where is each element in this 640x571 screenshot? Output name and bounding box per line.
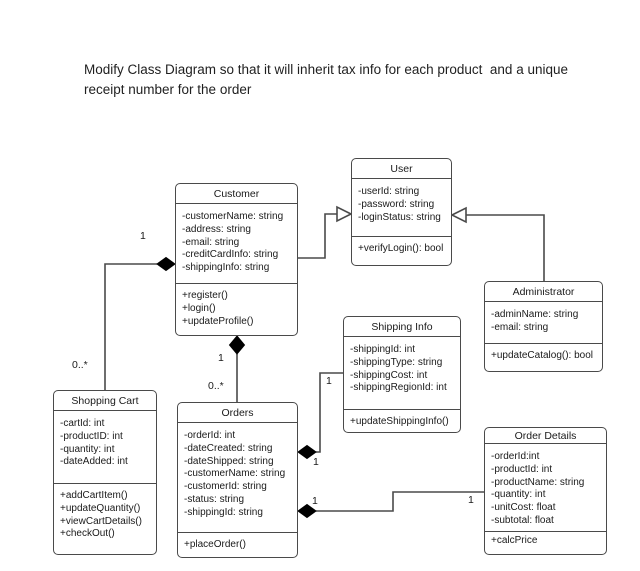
class-order-details-title: Order Details <box>485 428 606 444</box>
class-customer-title: Customer <box>176 184 297 204</box>
member-line: -orderId: int <box>184 430 236 441</box>
member-line: -email: string <box>491 321 549 333</box>
multiplicity-label: 1 <box>313 456 319 468</box>
composition-diamond-customer-orders <box>228 335 246 355</box>
class-customer[interactable]: Customer -customerName: string-address: … <box>175 183 298 336</box>
member-line: -address: string <box>182 223 251 235</box>
member-line: +updateQuantity() <box>60 502 141 514</box>
class-orders[interactable]: Orders -orderId: int-dateCreated: string… <box>177 402 298 558</box>
member-line: -userId: string <box>358 186 420 197</box>
composition-diamond-customer-cart <box>156 256 176 272</box>
class-administrator-attributes: -adminName: string-email: string <box>485 302 602 344</box>
member-line: +viewCartDetails() <box>60 515 142 527</box>
generalization-arrow-customer-user <box>336 205 353 223</box>
member-line: -dateCreated: string <box>184 442 273 454</box>
member-line: +checkOut() <box>60 528 115 540</box>
multiplicity-label: 1 <box>312 495 318 507</box>
class-user[interactable]: User -userId: string-password: string-lo… <box>351 158 452 266</box>
multiplicity-label: 1 <box>326 375 332 387</box>
member-line: +updateProfile() <box>182 315 254 327</box>
class-shopping-cart-attributes: -cartId: int-productID: int-quantity: in… <box>54 411 156 484</box>
member-line: +calcPrice <box>491 535 538 546</box>
member-line: -loginStatus: string <box>358 211 441 223</box>
multiplicity-label: 0..* <box>208 380 224 392</box>
member-line: -productName: string <box>491 476 585 488</box>
class-shipping-info-title: Shipping Info <box>344 317 460 337</box>
member-line: +register() <box>182 290 228 301</box>
generalization-arrow-administrator-user <box>450 206 467 224</box>
class-orders-attributes: -orderId: int-dateCreated: string-dateSh… <box>178 423 297 533</box>
member-line: -shippingRegionId: int <box>350 382 447 394</box>
class-user-title: User <box>352 159 451 179</box>
member-line: -customerName: string <box>184 468 286 480</box>
member-line: -creditCardInfo: string <box>182 249 279 261</box>
member-line: +updateShippingInfo() <box>350 416 449 427</box>
class-administrator-methods: +updateCatalog(): bool <box>485 344 602 371</box>
member-line: -quantity: int <box>60 443 115 455</box>
member-line: -customerId: string <box>184 481 267 493</box>
member-line: -orderId:int <box>491 451 540 462</box>
class-orders-title: Orders <box>178 403 297 423</box>
class-shopping-cart-methods: +addCartItem()+updateQuantity()+viewCart… <box>54 484 156 554</box>
member-line: +login() <box>182 302 216 314</box>
class-order-details-attributes: -orderId:int-productId: int-productName:… <box>485 444 606 532</box>
member-line: -cartId: int <box>60 418 105 429</box>
member-line: -subtotal: float <box>491 514 554 526</box>
class-user-methods: +verifyLogin(): bool <box>352 237 451 265</box>
edge-administrator-user <box>466 214 545 281</box>
member-line: -customerName: string <box>182 211 284 222</box>
class-order-details[interactable]: Order Details -orderId:int-productId: in… <box>484 427 607 555</box>
member-line: +updateCatalog(): bool <box>491 350 594 361</box>
member-line: -email: string <box>182 236 240 248</box>
edge-customer-user <box>298 213 337 259</box>
class-administrator-title: Administrator <box>485 282 602 302</box>
member-line: -unitCost: float <box>491 502 556 514</box>
member-line: -shippingId: int <box>350 344 416 355</box>
instruction-line-1: Modify Class Diagram so that it will inh… <box>84 62 568 77</box>
member-line: +verifyLogin(): bool <box>358 243 444 254</box>
multiplicity-label: 1 <box>218 352 224 364</box>
member-line: -quantity: int <box>491 489 546 501</box>
multiplicity-label: 1 <box>468 494 474 506</box>
instruction-line-2: receipt number for the order <box>84 82 252 97</box>
class-shopping-cart-title: Shopping Cart <box>54 391 156 411</box>
edge-customer-shoppingcart <box>104 263 157 390</box>
class-shipping-info-methods: +updateShippingInfo() <box>344 410 460 432</box>
instruction-text: Modify Class Diagram so that it will inh… <box>84 60 640 100</box>
member-line: -shippingInfo: string <box>182 262 270 274</box>
class-shipping-info[interactable]: Shipping Info -shippingId: int-shippingT… <box>343 316 461 433</box>
class-customer-methods: +register()+login()+updateProfile() <box>176 284 297 335</box>
class-user-attributes: -userId: string-password: string-loginSt… <box>352 179 451 237</box>
class-shipping-info-attributes: -shippingId: int-shippingType: string-sh… <box>344 337 460 410</box>
member-line: -dateShipped: string <box>184 455 274 467</box>
member-line: +addCartItem() <box>60 490 128 501</box>
multiplicity-label: 1 <box>140 230 146 242</box>
member-line: -shippingType: string <box>350 356 443 368</box>
member-line: -shippingId: string <box>184 506 263 518</box>
class-orders-methods: +placeOrder() <box>178 533 297 557</box>
multiplicity-label: 0..* <box>72 359 88 371</box>
member-line: -password: string <box>358 198 435 210</box>
member-line: +placeOrder() <box>184 539 246 550</box>
member-line: -dateAdded: int <box>60 456 128 468</box>
class-order-details-methods: +calcPrice <box>485 532 606 554</box>
member-line: -shippingCost: int <box>350 369 428 381</box>
class-administrator[interactable]: Administrator -adminName: string-email: … <box>484 281 603 372</box>
member-line: -adminName: string <box>491 309 579 320</box>
member-line: -productId: int <box>491 463 553 475</box>
class-customer-attributes: -customerName: string-address: string-em… <box>176 204 297 284</box>
class-shopping-cart[interactable]: Shopping Cart -cartId: int-productID: in… <box>53 390 157 555</box>
edge-orders-orderdetails <box>316 491 484 512</box>
member-line: -productID: int <box>60 430 123 442</box>
member-line: -status: string <box>184 493 245 505</box>
